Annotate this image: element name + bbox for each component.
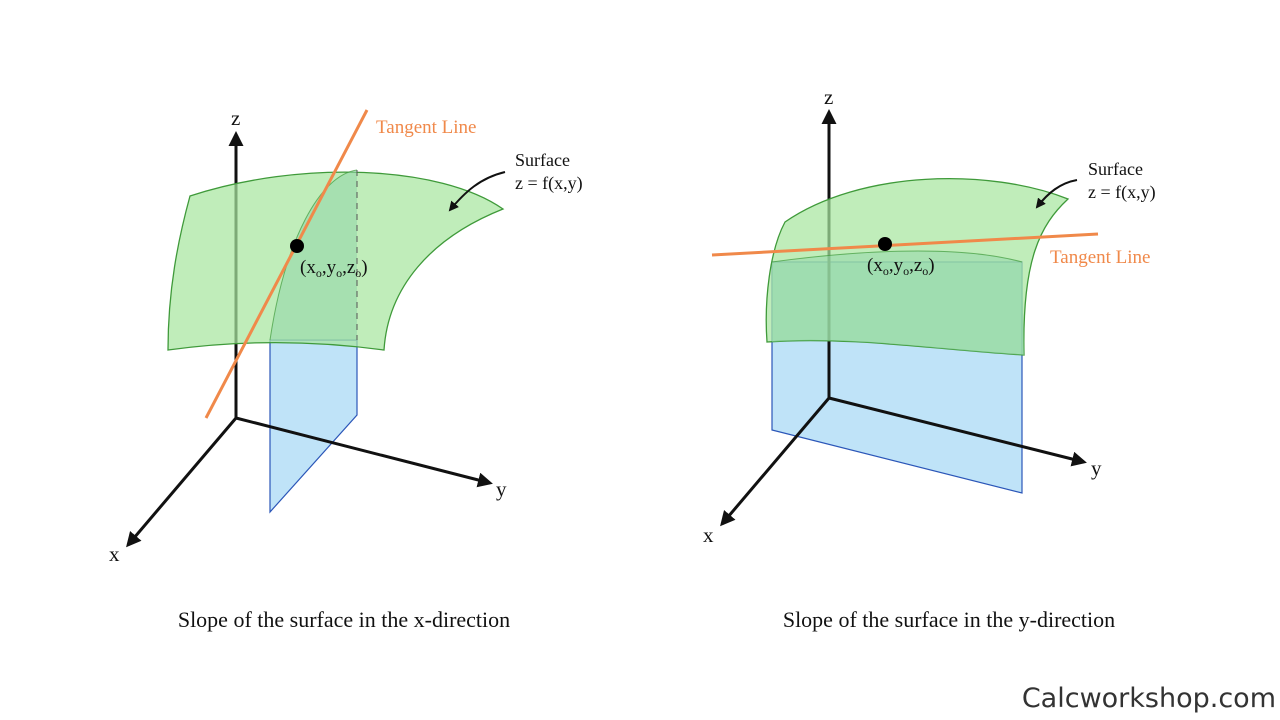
right-point-label: (xo,yo,zo) [867, 255, 935, 278]
right-point-marker [878, 237, 892, 251]
left-x-axis [126, 417, 238, 548]
right-trace-curve [771, 250, 1023, 263]
left-surface-callout-arrow [448, 171, 506, 212]
right-caption: Slope of the surface in the y-direction [783, 607, 1115, 632]
brand-watermark: Calcworkshop.com [1022, 683, 1276, 714]
right-tangent-label: Tangent Line [1050, 247, 1151, 268]
left-point-marker [290, 239, 304, 253]
right-surface-callout-arrow [1035, 179, 1078, 209]
left-y-label: y [496, 477, 507, 501]
left-x-label: x [109, 542, 120, 566]
right-surface-label: Surface [1088, 159, 1143, 179]
left-trace-curve [269, 169, 358, 341]
right-diagram: z y x Tangent Line Surface z = f(x,y) (x… [703, 85, 1156, 632]
left-plane-surface-overlap [270, 170, 357, 340]
left-tangent-line [204, 109, 369, 419]
right-tangent-line [711, 232, 1099, 257]
right-plane-surface-overlap [772, 251, 1024, 355]
left-tangent-label: Tangent Line [376, 117, 477, 138]
right-y-axis [828, 396, 1087, 467]
right-surface-equation: z = f(x,y) [1088, 182, 1156, 203]
left-surface-label: Surface [515, 150, 570, 170]
right-x-label: x [703, 523, 714, 547]
left-caption: Slope of the surface in the x-direction [178, 607, 510, 632]
right-z-label: z [824, 85, 833, 109]
left-y-axis [235, 416, 493, 488]
left-diagram: z y x Tangent Line Surface z = f(x,y) (x… [109, 106, 583, 632]
left-surface-equation: z = f(x,y) [515, 173, 583, 194]
right-y-label: y [1091, 456, 1102, 480]
right-x-axis [720, 397, 831, 527]
left-cutting-plane [269, 339, 358, 514]
left-z-label: z [231, 106, 240, 130]
left-point-label: (xo,yo,zo) [300, 257, 368, 280]
